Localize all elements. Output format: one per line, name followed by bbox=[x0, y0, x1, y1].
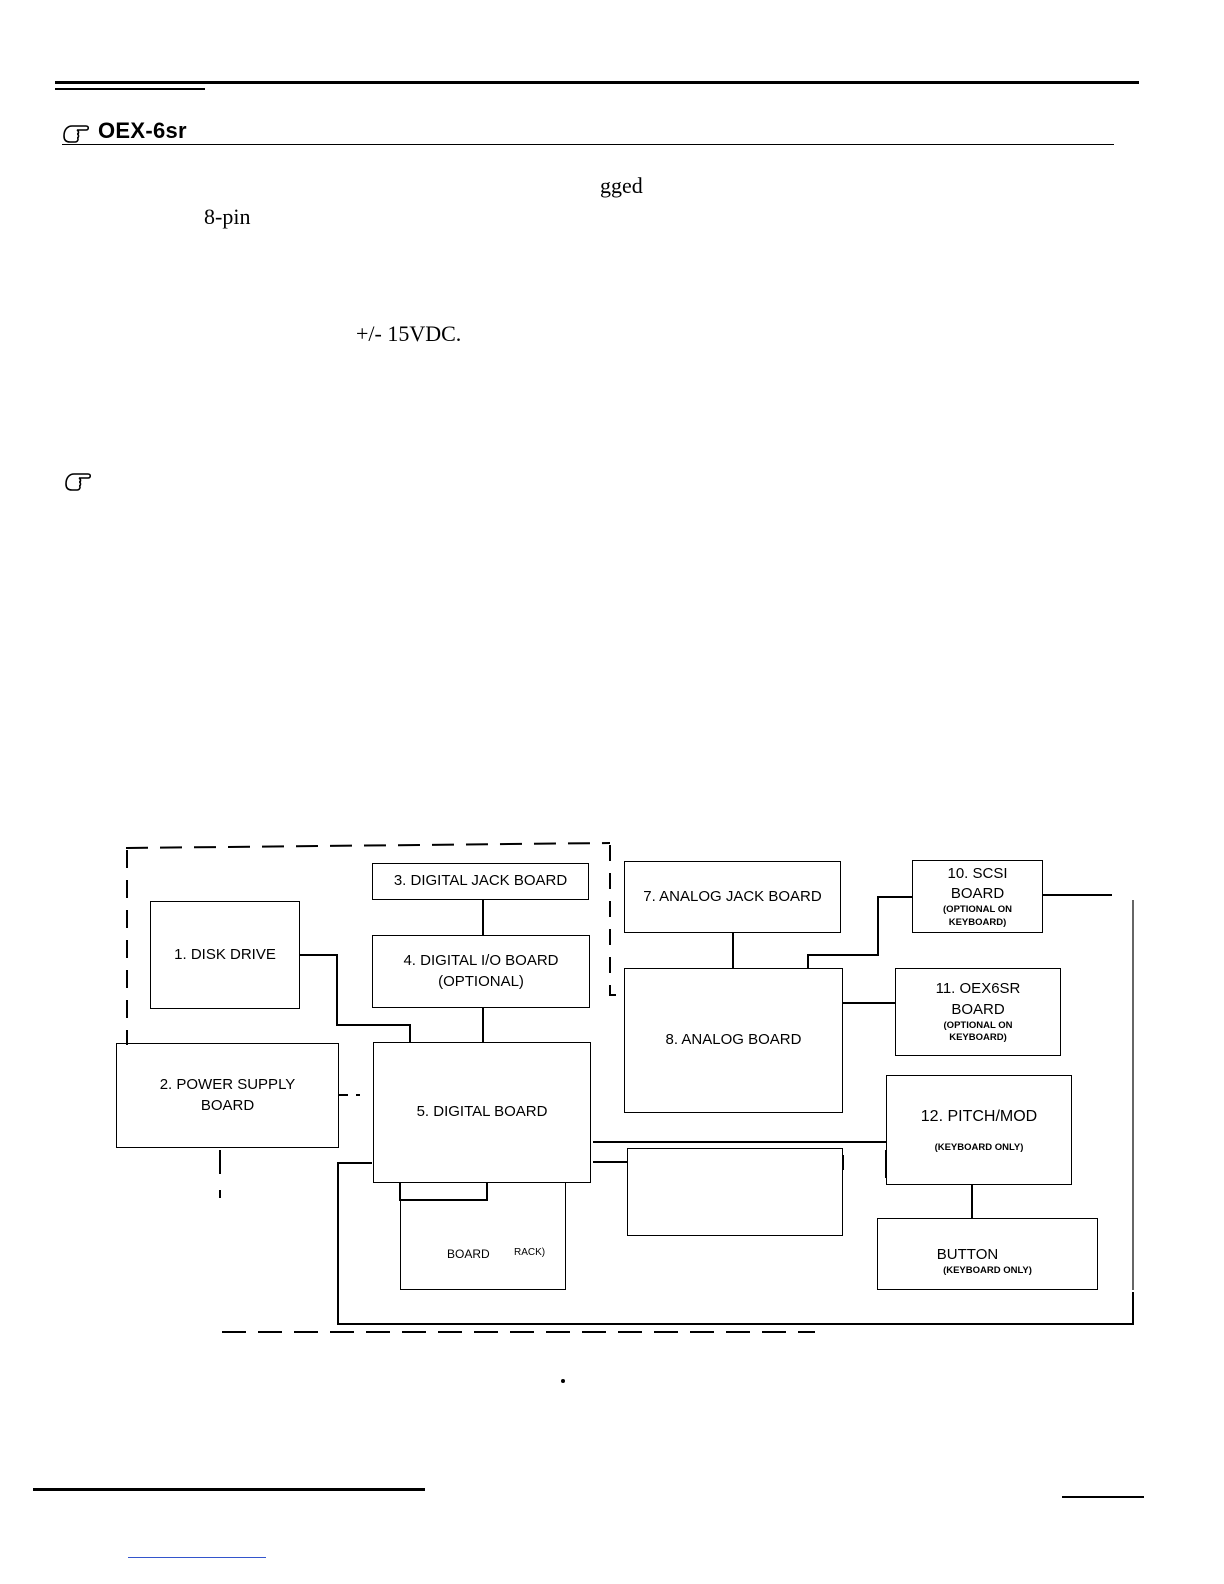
digital-io-box: 4. DIGITAL I/O BOARD (OPTIONAL) bbox=[372, 935, 590, 1008]
unlabeled-board-box bbox=[627, 1148, 843, 1236]
scsi-label: (OPTIONAL ON bbox=[943, 904, 1012, 916]
body-text-fragment: +/- 15VDC. bbox=[356, 321, 462, 346]
analog-board-box: 8. ANALOG BOARD bbox=[624, 968, 843, 1113]
pointing-hand-icon bbox=[65, 473, 92, 491]
pitch-mod-label: 12. PITCH/MOD bbox=[920, 1108, 1038, 1126]
pitch-mod-label: (KEYBOARD ONLY) bbox=[934, 1141, 1024, 1153]
body-text-fragment: gged bbox=[600, 173, 643, 198]
scsi-label: 10. SCSI bbox=[947, 864, 1008, 882]
section-heading: OEX-6sr bbox=[62, 118, 187, 144]
digital-jack-box: 3. DIGITAL JACK BOARD bbox=[372, 863, 589, 900]
analog-jack-label: 7. ANALOG JACK BOARD bbox=[643, 887, 822, 905]
power-supply-label: BOARD bbox=[200, 1096, 255, 1114]
power-supply-box: 2. POWER SUPPLY BOARD bbox=[116, 1043, 339, 1148]
footer-rule bbox=[33, 1488, 425, 1491]
scsi-board-box: 10. SCSI BOARD (OPTIONAL ON KEYBOARD) bbox=[912, 860, 1043, 933]
board-rack-box: BOARD RACK) bbox=[400, 1182, 566, 1290]
pitch-mod-box: 12. PITCH/MOD (KEYBOARD ONLY) bbox=[886, 1075, 1072, 1185]
body-text-fragment: 8-pin bbox=[204, 204, 251, 229]
footer-link-underline bbox=[128, 1557, 266, 1559]
heading-underline bbox=[62, 144, 1114, 146]
pointing-hand-icon bbox=[63, 125, 90, 143]
dashed-enclosure bbox=[125, 842, 611, 849]
digital-io-label: 4. DIGITAL I/O BOARD bbox=[403, 952, 559, 970]
top-rule-short bbox=[55, 88, 205, 90]
digital-board-box: 5. DIGITAL BOARD bbox=[373, 1042, 591, 1183]
oex6sr-board-box: 11. OEX6SR BOARD (OPTIONAL ON KEYBOARD) bbox=[895, 968, 1061, 1056]
digital-jack-label: 3. DIGITAL JACK BOARD bbox=[393, 872, 568, 890]
wire-analog-to-scsi bbox=[807, 896, 912, 968]
disk-drive-label: 1. DISK DRIVE bbox=[174, 945, 276, 963]
button-label: (KEYBOARD ONLY) bbox=[943, 1264, 1032, 1276]
digital-io-label: (OPTIONAL) bbox=[438, 972, 524, 990]
analog-jack-box: 7. ANALOG JACK BOARD bbox=[624, 861, 841, 933]
oex6sr-label: BOARD bbox=[951, 1000, 1005, 1018]
digital-board-label: 5. DIGITAL BOARD bbox=[416, 1103, 548, 1120]
button-box: BUTTON (KEYBOARD ONLY) bbox=[877, 1218, 1098, 1290]
footer-rule-right bbox=[1062, 1496, 1144, 1498]
button-label: BUTTON bbox=[936, 1245, 999, 1263]
wire-disk-to-digital bbox=[300, 954, 411, 1043]
scsi-label: BOARD bbox=[950, 885, 1005, 903]
scsi-label: KEYBOARD) bbox=[948, 916, 1007, 928]
power-supply-label: 2. POWER SUPPLY bbox=[159, 1076, 296, 1094]
top-rule bbox=[55, 81, 1139, 84]
board-rack-label: BOARD bbox=[447, 1247, 490, 1261]
oex6sr-label: (OPTIONAL ON bbox=[943, 1019, 1013, 1031]
disk-drive-box: 1. DISK DRIVE bbox=[150, 901, 300, 1009]
wire-loop-outer bbox=[337, 1162, 1134, 1325]
page-title: OEX-6sr bbox=[98, 118, 187, 143]
board-rack-label: RACK) bbox=[514, 1247, 546, 1258]
oex6sr-label: 11. OEX6SR bbox=[935, 980, 1021, 998]
oex6sr-label: KEYBOARD) bbox=[949, 1032, 1007, 1044]
analog-board-label: 8. ANALOG BOARD bbox=[665, 1031, 802, 1049]
